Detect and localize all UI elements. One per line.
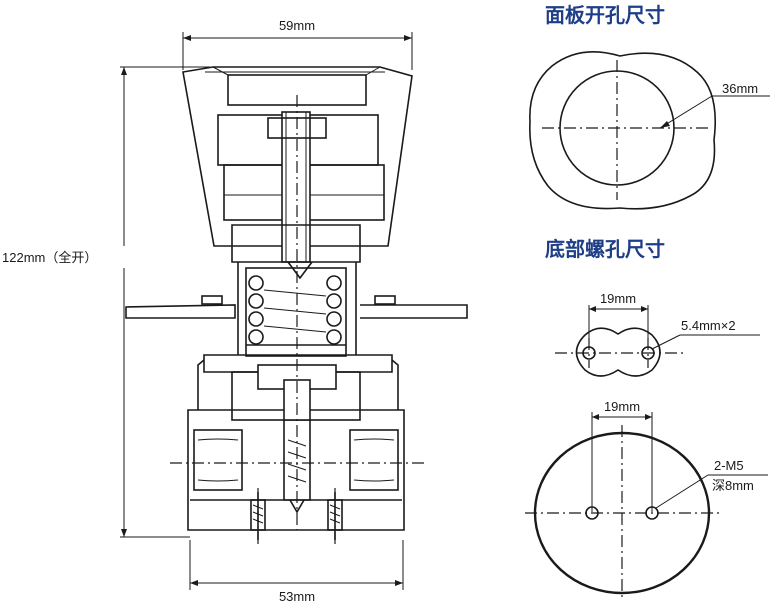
bottom-thread-diagram: 19mm 2-M5 深8mm [525,399,768,600]
panel-hole-diagram: 面板开孔尺寸 36mm [529,3,770,210]
thread-size-label: 2-M5 [714,458,744,473]
bottom-width-label: 53mm [279,589,315,604]
mount-hole-label: 5.4mm×2 [681,318,736,333]
height-label: 122mm（全开） [2,250,97,265]
bottom-screw-diagram: 底部螺孔尺寸 19mm 5.4mm×2 [545,237,760,377]
thread-depth-label: 深8mm [712,478,754,493]
panel-hole-title: 面板开孔尺寸 [545,3,665,27]
switch-side-view: 59mm 122mm（全开） 53mm [0,18,468,604]
panel-hole-diameter: 36mm [722,81,758,96]
spring-coils [248,275,342,345]
screw-spacing-label: 19mm [604,399,640,414]
bottom-screw-title: 底部螺孔尺寸 [545,237,665,261]
top-width-label: 59mm [279,18,315,33]
mount-spacing-label: 19mm [600,291,636,306]
